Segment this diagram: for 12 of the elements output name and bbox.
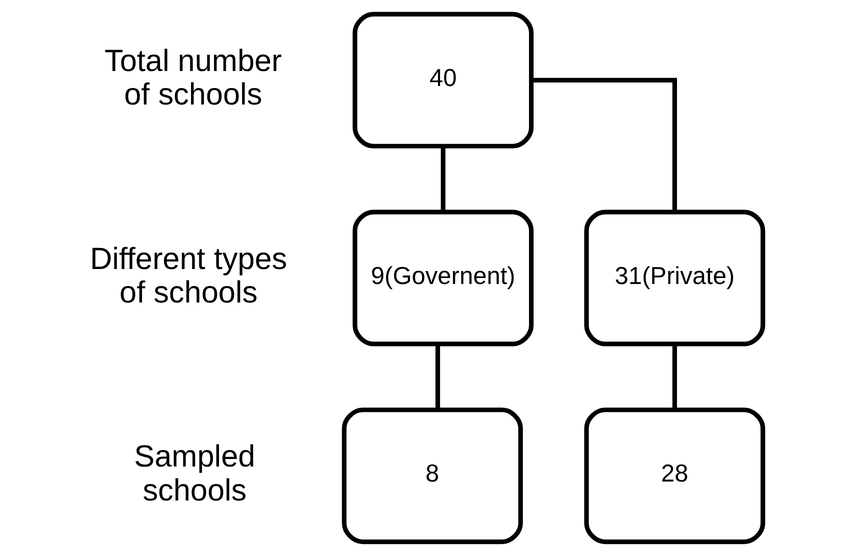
connector xyxy=(672,344,677,410)
connector xyxy=(435,344,440,410)
connector xyxy=(440,146,446,212)
label: Total number of schools xyxy=(104,44,282,112)
label: Sampled schools xyxy=(134,440,256,508)
node-box: 31(Private) xyxy=(584,210,766,346)
connector xyxy=(531,78,677,212)
node-box: 9(Governent) xyxy=(352,210,534,346)
node-box: 28 xyxy=(584,408,766,544)
label: Different types of schools xyxy=(90,242,288,310)
node-box: 40 xyxy=(352,12,534,148)
node-box: 8 xyxy=(342,408,523,544)
